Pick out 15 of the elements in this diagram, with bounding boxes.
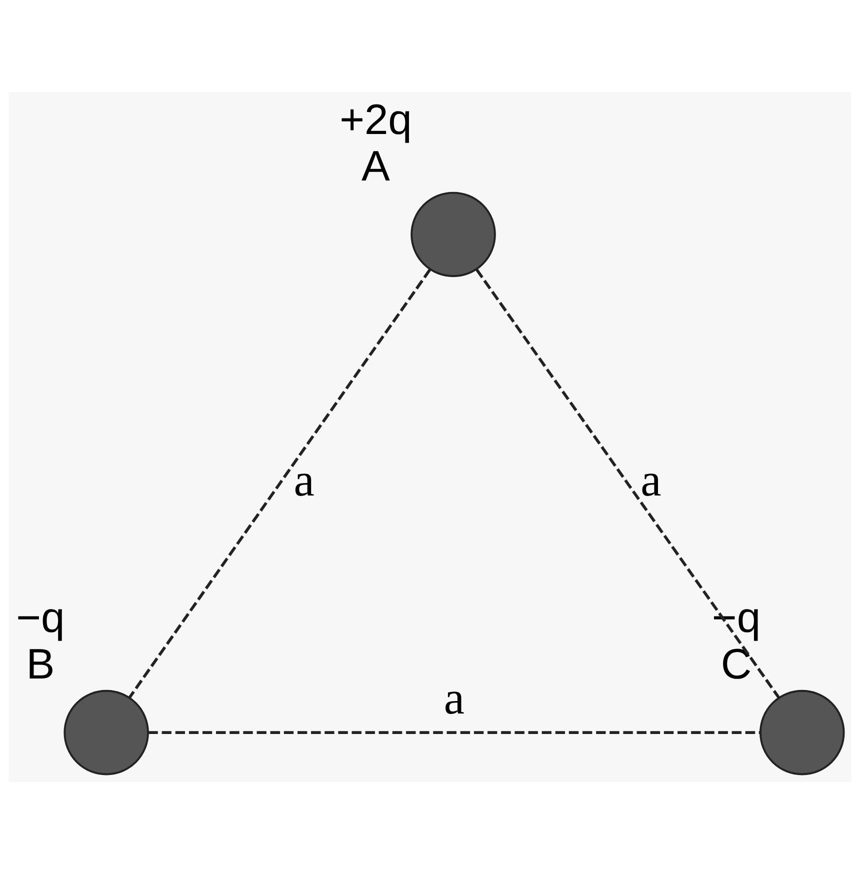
- connector: [476, 268, 780, 698]
- node-label: −q: [712, 594, 761, 642]
- node-circle: [410, 192, 496, 278]
- node-circle: [64, 690, 149, 776]
- edge-label: a: [294, 456, 314, 507]
- node-circle: [760, 690, 845, 776]
- connector: [128, 268, 432, 698]
- node-label: +2q: [340, 96, 412, 144]
- edge-label: a: [444, 674, 465, 725]
- node-label: A: [362, 142, 390, 190]
- node-label: B: [26, 640, 55, 688]
- edge-label: a: [640, 456, 662, 507]
- node-label: C: [720, 640, 752, 688]
- connector: [148, 731, 760, 734]
- node-label: −q: [16, 594, 65, 642]
